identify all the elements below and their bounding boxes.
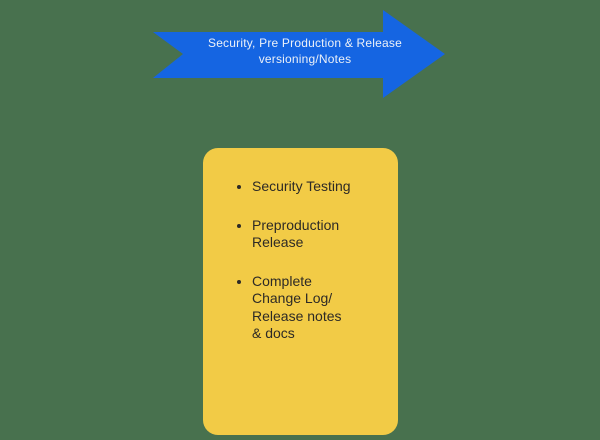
stage-arrow-banner: Security, Pre Production & Release versi… bbox=[153, 10, 445, 98]
checklist-item-line: Preproduction bbox=[252, 216, 340, 233]
right-arrow-shape bbox=[153, 10, 445, 98]
checklist: Security Testing Preproduction Release C… bbox=[203, 148, 398, 343]
right-arrow-polygon bbox=[153, 10, 445, 98]
checklist-item-security-testing: Security Testing bbox=[237, 178, 380, 196]
checklist-card: Security Testing Preproduction Release C… bbox=[203, 148, 398, 435]
checklist-item-line: Complete bbox=[252, 272, 312, 289]
arrow-banner-label: Security, Pre Production & Release versi… bbox=[190, 36, 420, 67]
checklist-item-line: & docs bbox=[252, 325, 295, 341]
checklist-item-line: Release bbox=[252, 234, 304, 250]
checklist-item-line: Change Log/ bbox=[252, 290, 333, 306]
checklist-item-change-log: Complete Change Log/ Release notes & doc… bbox=[237, 273, 380, 343]
checklist-item-preproduction-release: Preproduction Release bbox=[237, 217, 380, 252]
checklist-item-line: Release notes bbox=[252, 307, 342, 324]
arrow-banner-label-line1: Security, Pre Production & Release bbox=[207, 36, 402, 50]
checklist-item-line: Security Testing bbox=[252, 178, 351, 194]
arrow-banner-label-line2: versioning/Notes bbox=[258, 51, 352, 66]
